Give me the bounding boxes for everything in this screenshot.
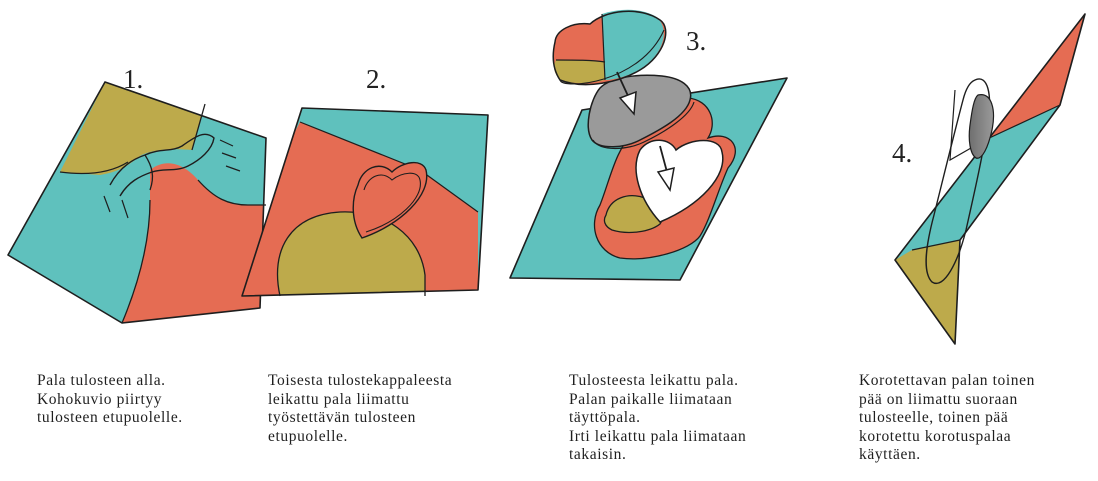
caption-line: etupuolelle. <box>268 428 452 447</box>
step2-number: 2. <box>366 66 386 93</box>
step1-caption: Pala tulosteen alla. Kohokuvio piirtyy t… <box>37 372 183 428</box>
step1-illustration <box>0 70 280 340</box>
caption-line: Tulosteesta leikattu pala. <box>569 372 746 391</box>
caption-line: Korotettavan palan toinen <box>859 372 1035 391</box>
caption-line: leikattu pala liimattu <box>268 391 452 410</box>
step4-illustration <box>880 0 1098 360</box>
caption-line: tulosteelle, toinen pää <box>859 409 1035 428</box>
caption-line: työstettävän tulosteen <box>268 409 452 428</box>
caption-line: korotettu korotuspalaa <box>859 428 1035 447</box>
step1-number: 1. <box>123 66 143 93</box>
caption-line: käyttäen. <box>859 446 1035 465</box>
step4-caption: Korotettavan palan toinen pää on liimatt… <box>859 372 1035 465</box>
step3-number: 3. <box>686 28 706 55</box>
caption-line: täyttöpala. <box>569 409 746 428</box>
caption-line: Irti leikattu pala liimataan <box>569 428 746 447</box>
caption-line: pää on liimattu suoraan <box>859 391 1035 410</box>
step3-illustration <box>500 10 800 290</box>
caption-line: Palan paikalle liimataan <box>569 391 746 410</box>
step4-number: 4. <box>892 140 912 167</box>
step2-caption: Toisesta tulostekappaleesta leikattu pal… <box>268 372 452 446</box>
caption-line: Toisesta tulostekappaleesta <box>268 372 452 391</box>
caption-line: Kohokuvio piirtyy <box>37 391 183 410</box>
caption-line: tulosteen etupuolelle. <box>37 409 183 428</box>
step2-illustration <box>230 100 500 300</box>
caption-line: takaisin. <box>569 446 746 465</box>
step3-caption: Tulosteesta leikattu pala. Palan paikall… <box>569 372 746 465</box>
caption-line: Pala tulosteen alla. <box>37 372 183 391</box>
